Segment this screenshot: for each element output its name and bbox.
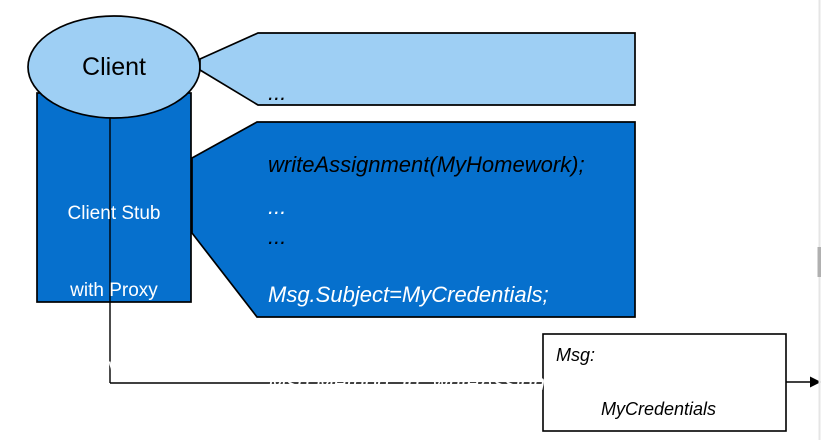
- client-code-callout-shape: [199, 32, 636, 106]
- client-stub-label: Client Stub with Proxy (here without PEP…: [37, 150, 191, 440]
- client-code-text: ... writeAssignment(MyHomework); ...: [268, 33, 585, 297]
- code-line: ...: [268, 193, 287, 219]
- scrollbar-thumb[interactable]: [817, 247, 822, 277]
- code-line: Msg.Subject=MyCredentials;: [268, 282, 549, 308]
- stub-code-callout-shape: [191, 121, 636, 318]
- client-stub-label-line: PEP and PDP): [37, 431, 191, 440]
- message-box-values: MyCredentials writeAssignment_Id MyHomew…: [601, 342, 758, 440]
- code-line: ...: [268, 80, 287, 105]
- arrowhead-icon: [810, 376, 821, 388]
- client-stub-label-line: (here without: [59, 356, 169, 377]
- scrollbar-track[interactable]: [818, 0, 821, 440]
- message-box-label: Msg:: [556, 345, 596, 365]
- code-line: ...: [268, 224, 287, 249]
- stub-code-text: ... Msg.Subject=MyCredentials; Msg.Metho…: [268, 133, 631, 440]
- client-label: Client: [82, 53, 146, 81]
- client-stub-label-line: Client Stub: [67, 203, 161, 224]
- client-stub-rect: [36, 92, 192, 303]
- code-line: writeAssignment(MyHomework);: [268, 152, 585, 177]
- message-value: MyCredentials: [601, 399, 717, 419]
- code-line: Msg.Method_Id=writeAssignment_Id;: [268, 370, 631, 396]
- client-stub-label-line: with Proxy: [70, 279, 158, 301]
